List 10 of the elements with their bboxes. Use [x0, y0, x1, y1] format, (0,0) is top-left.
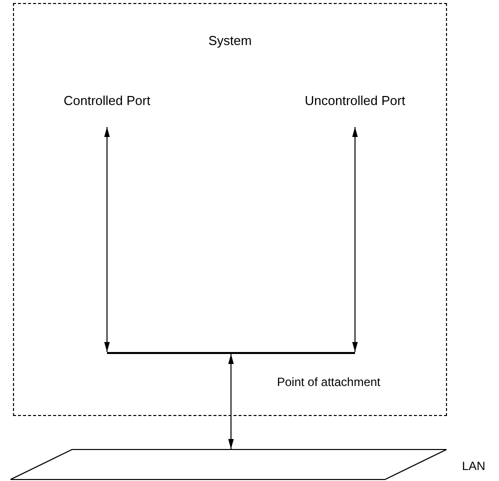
annotation-label: Point of attachment [277, 374, 380, 391]
double-arrow [228, 354, 234, 450]
annotation-label: LAN [462, 458, 486, 475]
system-boundary [13, 3, 447, 416]
system-label: System [208, 32, 252, 50]
double-arrow [352, 126, 358, 352]
port-label: Controlled Port [40, 91, 174, 111]
lan-segment [10, 449, 447, 480]
port-label: Uncontrolled Port [285, 91, 425, 111]
double-arrow [104, 126, 110, 352]
